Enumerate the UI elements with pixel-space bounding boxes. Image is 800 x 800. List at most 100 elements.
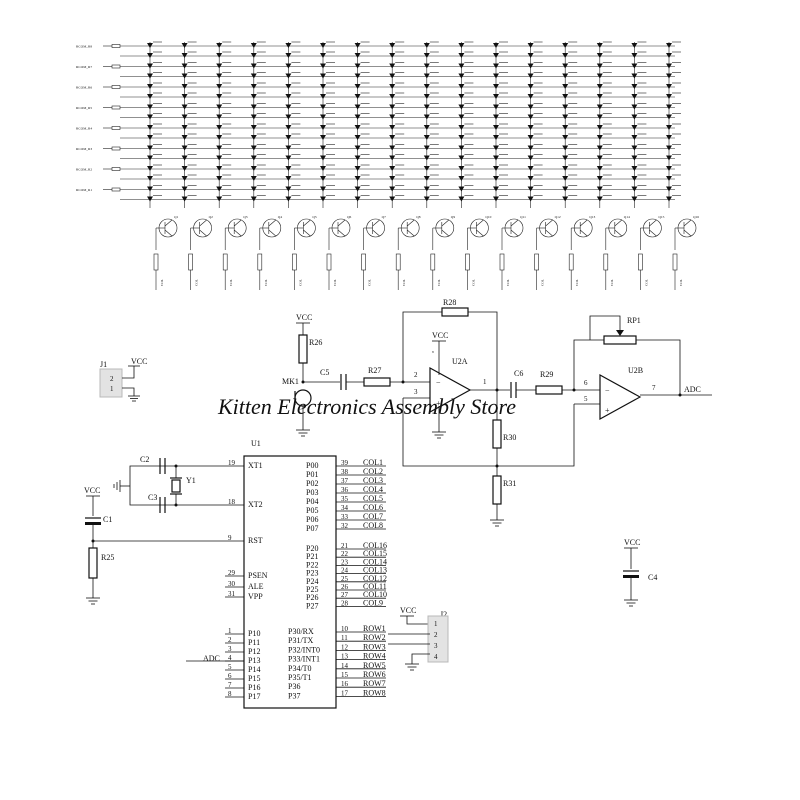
u1-pin-number: 7 bbox=[228, 681, 232, 689]
column-label: COL bbox=[264, 279, 268, 286]
led-diode bbox=[250, 125, 257, 130]
led-diode bbox=[666, 145, 672, 151]
u1-pin-name: P24 bbox=[306, 577, 318, 586]
transistor-collector bbox=[164, 219, 173, 227]
led-diode bbox=[147, 176, 153, 181]
u1-net-label: COL5 bbox=[363, 494, 383, 503]
led-diode bbox=[493, 186, 499, 192]
column-label: COL bbox=[437, 279, 441, 286]
led-diode bbox=[666, 53, 672, 58]
led-diode bbox=[250, 166, 257, 171]
led-matrix: RCOM_R8RCOM_R7RCOM_R6RCOM_R5RCOM_R4RCOM_… bbox=[76, 41, 699, 290]
transistor-label: Q12 bbox=[555, 215, 561, 219]
led-diode bbox=[285, 63, 292, 69]
led-diode bbox=[320, 63, 326, 69]
led-diode bbox=[181, 166, 188, 171]
led-diode bbox=[562, 53, 569, 58]
base-resistor bbox=[395, 253, 401, 271]
u1-pin-number: 28 bbox=[341, 599, 349, 607]
u1-pin-name: XT1 bbox=[248, 461, 263, 470]
u1-net-label: COL16 bbox=[363, 541, 387, 550]
j2-pin-2: 2 bbox=[434, 631, 438, 639]
u1-pin-name: P25 bbox=[306, 585, 318, 594]
led-diode bbox=[389, 196, 396, 202]
led-diode bbox=[562, 155, 569, 161]
base-resistor bbox=[603, 253, 609, 271]
led-diode bbox=[320, 166, 326, 171]
base-resistor bbox=[534, 253, 539, 271]
transistor-emitter bbox=[234, 229, 242, 237]
u1-pin-number: 33 bbox=[341, 513, 349, 521]
mk1-label: MK1 bbox=[282, 377, 299, 386]
c4-decoupling: VCC C4 bbox=[623, 538, 657, 607]
row-com-label: RCOM_R7 bbox=[76, 65, 92, 69]
led-diode bbox=[458, 135, 465, 140]
u1-body bbox=[243, 455, 337, 709]
led-diode bbox=[285, 94, 292, 99]
u1-pin-name: P02 bbox=[306, 479, 318, 488]
j2-label: J2 bbox=[440, 610, 447, 619]
led-diode bbox=[631, 176, 638, 181]
led-diode bbox=[527, 84, 534, 89]
u1-pin-number: 38 bbox=[341, 468, 349, 476]
led-diode bbox=[562, 84, 569, 89]
u1-pin-name: P00 bbox=[306, 461, 318, 470]
row-resistor bbox=[111, 126, 121, 130]
led-diode bbox=[320, 145, 326, 151]
u1-pin-number: 25 bbox=[341, 575, 349, 583]
u1-pin-name: P34/T0 bbox=[288, 664, 312, 673]
j2-connector: VCC J2 1 2 3 4 bbox=[388, 606, 449, 671]
u1-pin-name: P17 bbox=[248, 692, 260, 701]
led-diode bbox=[423, 135, 430, 140]
led-diode bbox=[250, 84, 257, 89]
u2b-minus: − bbox=[605, 386, 610, 395]
led-diode bbox=[493, 125, 499, 130]
led-diode bbox=[216, 176, 223, 181]
r26-resistor bbox=[298, 334, 308, 364]
r26-label: R26 bbox=[309, 338, 322, 347]
column-label: COL bbox=[610, 279, 614, 286]
led-diode bbox=[147, 53, 153, 58]
led-diode bbox=[631, 125, 638, 130]
led-diode bbox=[527, 53, 534, 58]
ground-symbol bbox=[113, 480, 121, 492]
led-diode bbox=[216, 145, 223, 151]
u2b-plus: + bbox=[605, 406, 610, 415]
led-diode bbox=[181, 145, 188, 151]
led-diode bbox=[216, 73, 223, 79]
led-diode bbox=[320, 186, 326, 192]
u1-net-label: COL12 bbox=[363, 574, 387, 583]
ground-symbol bbox=[624, 599, 638, 607]
led-diode bbox=[666, 176, 672, 181]
led-diode bbox=[147, 114, 153, 120]
led-diode bbox=[147, 43, 153, 48]
u1-pin-number: 5 bbox=[228, 663, 232, 671]
led-diode bbox=[181, 104, 188, 110]
led-diode bbox=[285, 84, 292, 89]
transistor-emitter bbox=[476, 229, 484, 237]
u1-net-label: ROW5 bbox=[363, 661, 386, 670]
led-diode bbox=[354, 145, 361, 151]
u1-net-label: COL15 bbox=[363, 549, 387, 558]
led-diode bbox=[596, 63, 603, 69]
led-diode bbox=[527, 104, 534, 110]
j1-label: J1 bbox=[100, 360, 107, 369]
led-diode bbox=[389, 63, 396, 69]
u1-net-label: COL14 bbox=[363, 557, 387, 566]
row-resistor bbox=[111, 85, 121, 89]
led-diode bbox=[147, 94, 153, 99]
led-diode bbox=[320, 114, 326, 120]
led-diode bbox=[596, 166, 603, 171]
transistor-collector bbox=[683, 219, 692, 227]
led-diode bbox=[527, 114, 534, 120]
u1-label: U1 bbox=[251, 439, 261, 448]
c6-label: C6 bbox=[514, 369, 523, 378]
u1-net-label: ROW7 bbox=[363, 679, 386, 688]
transistor-emitter bbox=[164, 229, 173, 237]
r30-resistor bbox=[492, 419, 502, 449]
u1-pin-number: 18 bbox=[228, 498, 236, 506]
u2b-pin-7: 7 bbox=[652, 384, 656, 392]
led-diode bbox=[285, 135, 292, 140]
led-diode bbox=[596, 94, 603, 99]
base-resistor bbox=[638, 253, 643, 271]
